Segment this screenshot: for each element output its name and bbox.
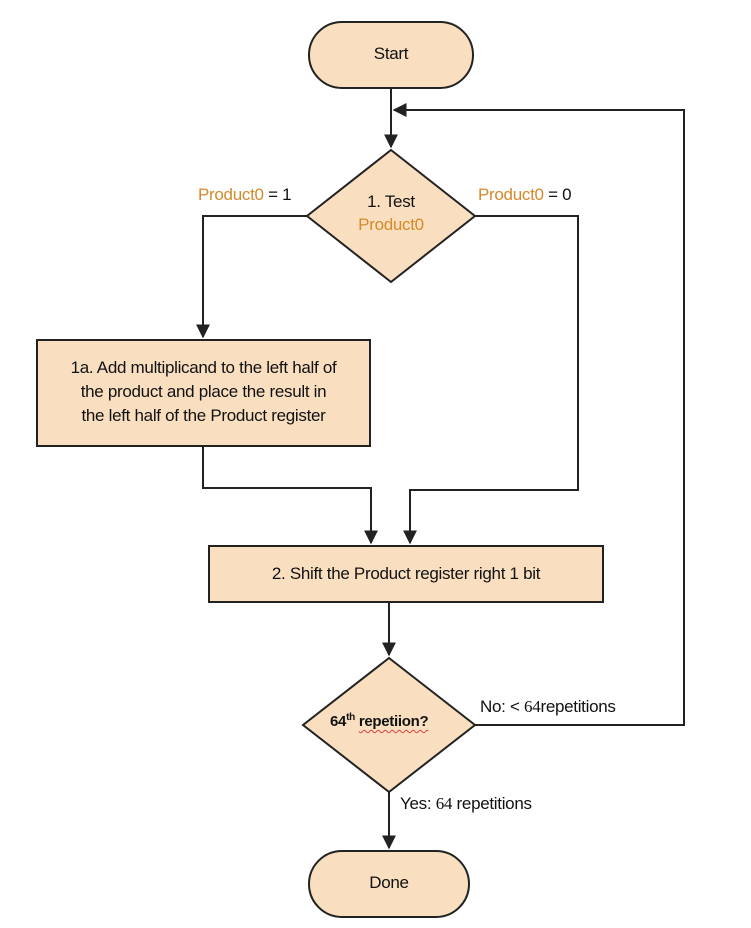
- yes-branch-label: Yes: 64 repetitions: [400, 794, 532, 814]
- add-line-1: 1a. Add multiplicand to the left half of: [70, 358, 337, 377]
- test-decision: [305, 148, 477, 284]
- test-label-line2: Product0: [358, 215, 424, 234]
- right-branch-label: Product0 = 0: [478, 185, 572, 205]
- repetition-question: 64th repetiion?: [330, 712, 429, 730]
- repetition-word: repetiion?: [358, 713, 429, 730]
- edge-loop-back: [392, 103, 685, 726]
- no-branch-prefix: No: <: [480, 697, 520, 716]
- left-branch-cond: = 1: [263, 185, 292, 204]
- yes-branch-count: 64: [435, 794, 453, 813]
- right-branch-var: Product0: [478, 185, 544, 204]
- add-box-text: 1a. Add multiplicand to the left half of…: [37, 356, 370, 428]
- right-branch-cond: = 0: [543, 185, 572, 204]
- left-branch-var: Product0: [198, 185, 264, 204]
- left-branch-label: Product0 = 1: [198, 185, 292, 205]
- yes-branch-tail: repetitions: [456, 794, 532, 813]
- repetition-count: 64: [330, 713, 347, 730]
- add-line-3: the left half of the Product register: [81, 406, 326, 425]
- no-branch-tail: repetitions: [540, 697, 616, 716]
- yes-branch-prefix: Yes:: [400, 794, 432, 813]
- shift-process-box: [208, 545, 604, 603]
- no-branch-label: No: < 64repetitions: [480, 697, 616, 717]
- test-label-line1: 1. Test: [367, 192, 415, 211]
- done-terminal: [308, 850, 470, 918]
- edge-test-left-branch: [196, 215, 307, 339]
- repetition-ordinal-suffix: th: [346, 712, 355, 723]
- add-line-2: the product and place the result in: [80, 382, 327, 401]
- no-branch-count: 64: [524, 697, 541, 716]
- shift-label: 2. Shift the Product register right 1 bi…: [271, 564, 541, 583]
- add-process-box: [36, 339, 371, 447]
- start-label: Start: [373, 44, 409, 63]
- edge-add-to-shift: [202, 446, 378, 545]
- done-label: Done: [369, 873, 409, 892]
- edge-test-right-branch: [403, 215, 579, 545]
